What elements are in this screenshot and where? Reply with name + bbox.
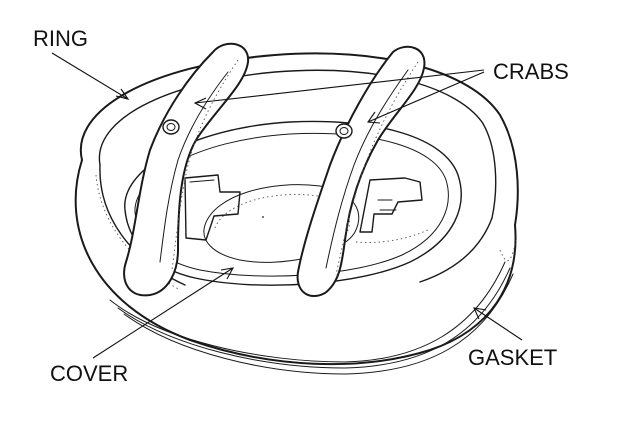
leader-ring <box>51 52 130 100</box>
gasket-label: GASKET <box>468 345 557 370</box>
cover-label: COVER <box>50 361 128 386</box>
leader-crabs-right <box>367 71 485 124</box>
crab-right <box>296 45 426 298</box>
cover-plate <box>124 120 462 286</box>
crab-left <box>123 42 250 297</box>
leader-crabs-left <box>193 69 485 110</box>
gasket-body <box>74 159 517 375</box>
leader-gasket <box>473 307 523 341</box>
leader-cover <box>92 267 235 359</box>
ring-rim <box>79 52 519 291</box>
ring-label: RING <box>33 26 88 51</box>
crabs-label: CRABS <box>493 59 569 84</box>
